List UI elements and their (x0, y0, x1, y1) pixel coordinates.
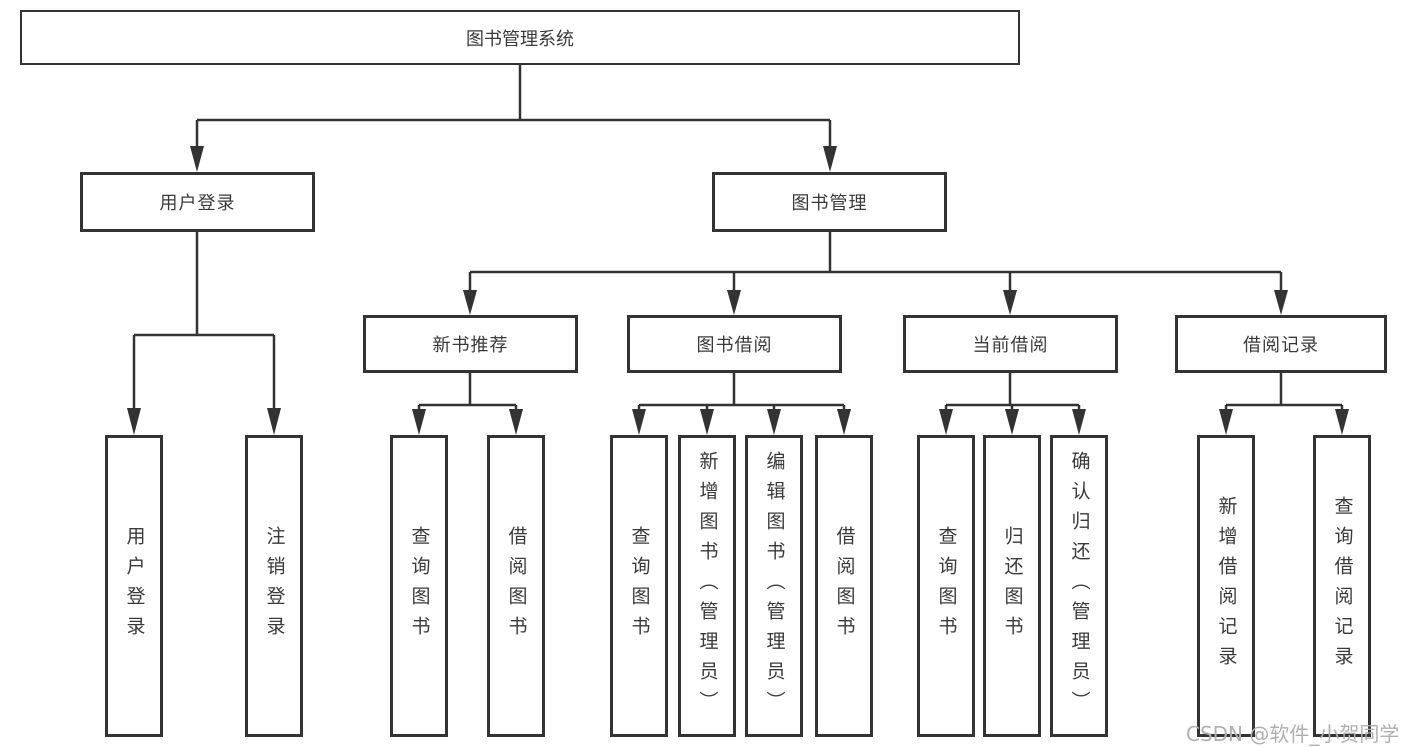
node-new-book-recommend: 新书推荐 (363, 315, 578, 373)
leaf-confirm-return-admin: 确认归还（管理员） (1050, 435, 1108, 737)
leaf-recommend-query-books: 查询图书 (390, 435, 448, 737)
node-current-borrow: 当前借阅 (903, 315, 1118, 373)
node-book-borrow: 图书借阅 (627, 315, 842, 373)
leaf-return-books: 归还图书 (983, 435, 1041, 737)
leaf-query-borrow-record-label: 查询借阅记录 (1331, 496, 1354, 676)
node-book-management-label: 图书管理 (791, 193, 868, 214)
leaf-recommend-borrow-books-label: 借阅图书 (505, 526, 528, 646)
leaf-edit-books-admin: 编辑图书（管理员） (745, 435, 803, 737)
leaf-add-books-admin-label: 新增图书（管理员） (696, 451, 719, 721)
leaf-add-borrow-record-label: 新增借阅记录 (1215, 496, 1238, 676)
node-borrow-record-label: 借阅记录 (1243, 335, 1319, 356)
csdn-watermark: CSDN @软件_小贺同学 (1186, 722, 1400, 746)
node-book-borrow-label: 图书借阅 (696, 335, 773, 356)
leaf-borrow-query-books: 查询图书 (610, 435, 668, 737)
leaf-edit-books-admin-label: 编辑图书（管理员） (763, 451, 786, 721)
leaf-confirm-return-admin-label: 确认归还（管理员） (1068, 451, 1091, 721)
leaf-borrow-query-books-label: 查询图书 (628, 526, 651, 646)
leaf-borrow-books: 借阅图书 (815, 435, 873, 737)
node-root-system-label: 图书管理系统 (466, 28, 574, 50)
node-book-management: 图书管理 (712, 172, 947, 232)
leaf-recommend-query-books-label: 查询图书 (408, 526, 431, 646)
node-root-system: 图书管理系统 (20, 10, 1020, 65)
leaf-user-login-label: 用户登录 (123, 526, 146, 646)
leaf-current-query-books-label: 查询图书 (935, 526, 958, 646)
node-user-login: 用户登录 (80, 172, 315, 232)
leaf-return-books-label: 归还图书 (1001, 526, 1024, 646)
leaf-borrow-books-label: 借阅图书 (833, 526, 856, 646)
leaf-logout: 注销登录 (245, 435, 303, 737)
leaf-query-borrow-record: 查询借阅记录 (1313, 435, 1371, 737)
node-new-book-recommend-label: 新书推荐 (432, 335, 509, 356)
leaf-add-borrow-record: 新增借阅记录 (1197, 435, 1255, 737)
node-user-login-label: 用户登录 (159, 193, 236, 214)
node-borrow-record: 借阅记录 (1175, 315, 1387, 373)
leaf-logout-label: 注销登录 (263, 526, 286, 646)
leaf-recommend-borrow-books: 借阅图书 (487, 435, 545, 737)
leaf-current-query-books: 查询图书 (917, 435, 975, 737)
leaf-add-books-admin: 新增图书（管理员） (678, 435, 736, 737)
node-current-borrow-label: 当前借阅 (972, 335, 1049, 356)
leaf-user-login: 用户登录 (105, 435, 163, 737)
